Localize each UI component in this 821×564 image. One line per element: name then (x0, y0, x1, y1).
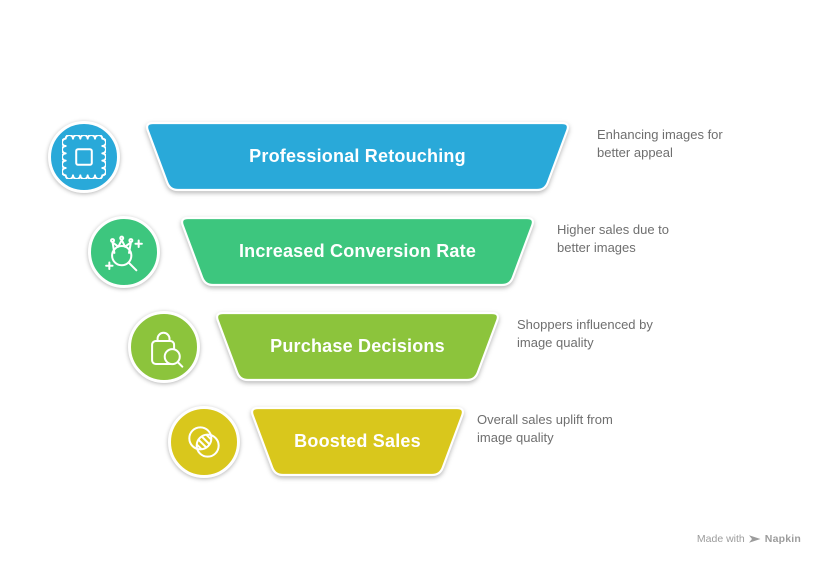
stamp-icon (48, 120, 120, 193)
funnel-level-purchase-decisions: Purchase Decisions Shoppers influenced b… (128, 310, 653, 383)
funnel-segment-shape (215, 311, 500, 382)
napkin-brand: Napkin (764, 533, 801, 545)
venn-diagram-icon-glyph (188, 425, 220, 458)
funnel-segment-label: Professional Retouching (249, 146, 466, 166)
funnel-level-description: Enhancing images for better appeal (597, 127, 723, 160)
crown-magnifier-icon-glyph (105, 235, 143, 271)
funnel-level-description: Higher sales due to better images (557, 222, 670, 255)
venn-diagram-icon (168, 405, 240, 478)
stamp-icon-glyph (62, 134, 106, 179)
made-with-napkin[interactable]: Made with Napkin (697, 533, 801, 545)
funnel-level-professional-retouching: Professional Retouching Enhancing images… (48, 120, 723, 193)
funnel-level-description: Overall sales uplift from image quality (477, 412, 613, 445)
funnel-segment-shape (250, 406, 465, 477)
funnel-level-description: Shoppers influenced by image quality (517, 317, 653, 350)
funnel-level-boosted-sales: Boosted Sales Overall sales uplift from … (168, 405, 613, 478)
made-with-text: Made with (696, 533, 745, 545)
funnel-segment-label: Increased Conversion Rate (238, 241, 477, 261)
funnel-level-increased-conversion-rate: Increased Conversion Rate Higher sales d… (88, 215, 669, 288)
funnel-segment-shape (180, 216, 535, 287)
funnel-segment-label: Boosted Sales (294, 431, 421, 451)
funnel-segment-shape (145, 121, 570, 192)
bag-magnifier-icon-glyph (151, 331, 184, 368)
bag-magnifier-icon (128, 310, 200, 383)
funnel-segment-label: Purchase Decisions (270, 336, 445, 356)
napkin-logo-icon (748, 535, 761, 543)
crown-magnifier-icon (88, 215, 160, 288)
